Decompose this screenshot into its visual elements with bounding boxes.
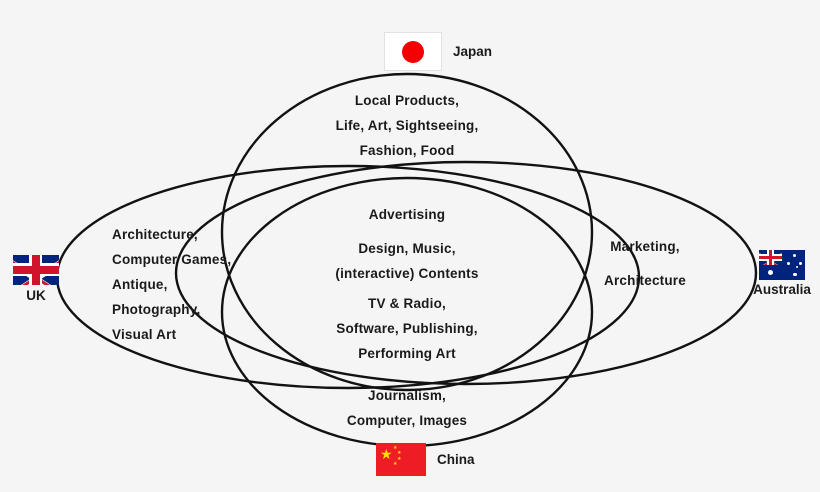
australia-flag-icon — [759, 250, 805, 280]
china-flag-icon: ★ ★ ★ ★ ★ — [376, 443, 426, 476]
country-name-uk: UK — [26, 288, 46, 303]
australia-star-alpha-crucis — [793, 272, 797, 277]
japan-flag-icon — [384, 32, 442, 71]
australia-star-epsilon-crucis — [796, 266, 799, 269]
china-flag-small-star-4: ★ — [393, 461, 398, 467]
ellipse-china — [220, 176, 594, 448]
ellipse-australia — [174, 160, 758, 386]
australia-flag-canton — [759, 250, 782, 265]
australia-canton-horizontal-red — [759, 255, 782, 260]
country-label-uk: UK — [10, 255, 62, 303]
china-flag-small-star-1: ★ — [393, 445, 398, 451]
country-name-china: China — [437, 452, 475, 467]
china-flag-big-star: ★ — [380, 447, 393, 463]
uk-flag-icon — [13, 255, 59, 285]
country-label-china: ★ ★ ★ ★ ★ China — [376, 443, 475, 476]
ellipse-japan — [220, 72, 594, 392]
australia-star-gamma-crucis — [793, 254, 797, 258]
ellipse-uk — [55, 164, 641, 390]
china-flag-small-star-3: ★ — [397, 456, 402, 462]
china-flag-small-star-2: ★ — [397, 450, 402, 456]
australia-star-delta-crucis — [799, 262, 803, 266]
australia-star-beta-crucis — [787, 262, 791, 266]
australia-star-commonwealth — [768, 270, 773, 275]
country-label-japan: Japan — [384, 32, 492, 71]
country-name-japan: Japan — [453, 44, 493, 59]
country-label-australia: Australia — [750, 250, 814, 297]
uk-flag-horizontal-red — [13, 266, 59, 274]
country-name-australia: Australia — [753, 282, 811, 297]
japan-flag-disc — [402, 40, 424, 63]
